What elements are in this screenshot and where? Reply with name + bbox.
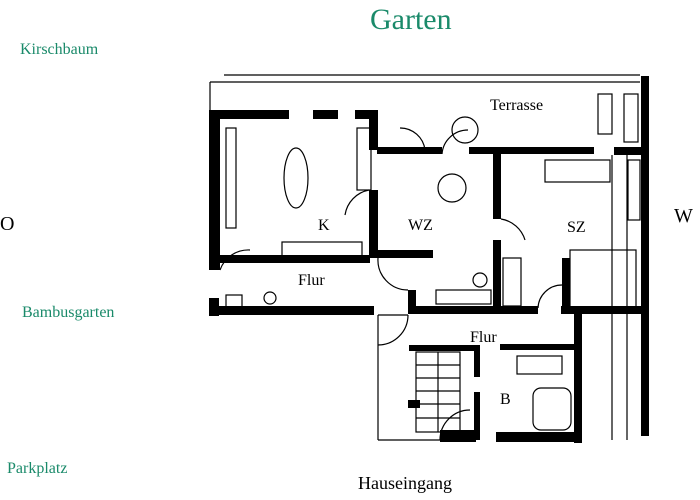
thin-lines bbox=[219, 93, 641, 441]
compass-west: W bbox=[674, 205, 693, 227]
terrace-edge bbox=[209, 74, 640, 112]
label-bambusgarten: Bambusgarten bbox=[22, 304, 115, 321]
room-kitchen: K bbox=[318, 217, 330, 234]
label-parkplatz: Parkplatz bbox=[7, 460, 68, 477]
room-bath: B bbox=[500, 391, 511, 408]
compass-east: O bbox=[0, 213, 15, 235]
room-hall-upper: Flur bbox=[298, 272, 325, 289]
page-title: Garten bbox=[370, 3, 452, 36]
room-hall-lower: Flur bbox=[470, 329, 497, 346]
room-living: WZ bbox=[408, 217, 433, 234]
label-hauseingang: Hauseingang bbox=[358, 473, 452, 493]
exterior-walls bbox=[209, 76, 649, 443]
interior-walls bbox=[220, 147, 643, 440]
room-bedroom: SZ bbox=[567, 219, 586, 236]
room-terrasse: Terrasse bbox=[490, 97, 543, 114]
label-kirschbaum: Kirschbaum bbox=[20, 41, 99, 58]
